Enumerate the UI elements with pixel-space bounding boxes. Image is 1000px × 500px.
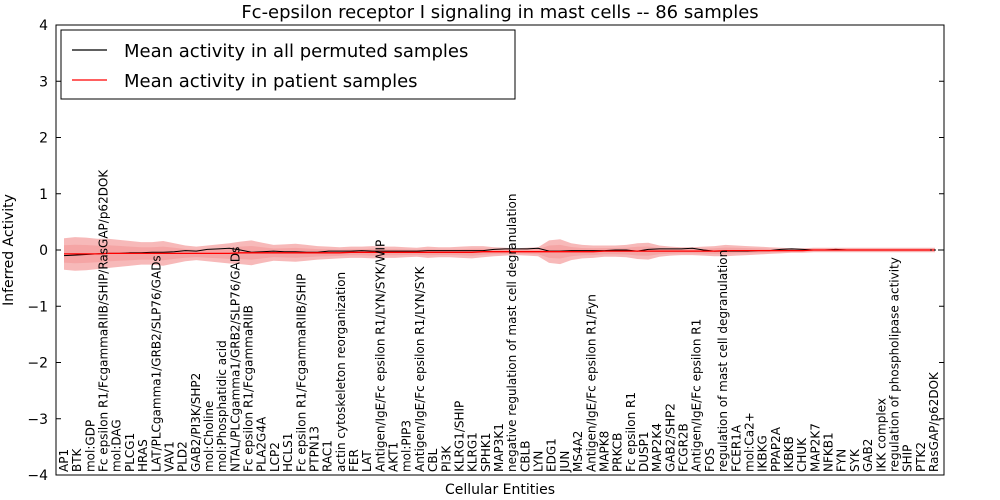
x-tick-label: GAB2 <box>861 439 875 472</box>
x-tick-label: EDG1 <box>545 438 559 472</box>
legend-label-permuted: Mean activity in all permuted samples <box>124 41 468 62</box>
legend-label-patient: Mean activity in patient samples <box>124 71 418 92</box>
x-tick-label: HRAS <box>136 439 150 472</box>
x-tick-label: Fc epsilon R1/FcgammaRIIB <box>242 305 256 472</box>
x-tick-label: Fc epsilon R1/FcgammaRIIB/SHIP <box>294 274 308 472</box>
x-tick-label: Antigen/IgE/Fc epsilon R1 <box>690 319 704 472</box>
x-tick-label: mol:Ca2+ <box>742 412 756 472</box>
x-tick-label: SYK <box>848 448 862 472</box>
y-tick-label: −4 <box>27 468 48 484</box>
x-tick-label: PTPN13 <box>307 426 321 472</box>
x-tick-label: LYN <box>532 451 546 472</box>
x-tick-label: PI3K <box>439 445 453 472</box>
y-axis: 4 3 2 1 0 −1 −2 −3 −4 <box>27 18 944 484</box>
series-lines <box>63 247 944 257</box>
x-tick-label: PRKCB <box>611 433 625 472</box>
patient-mean-line <box>64 249 935 255</box>
x-tick-label: FOS <box>703 448 717 472</box>
x-tick-label: IKBKG <box>756 435 770 472</box>
x-tick-label: CBLB <box>518 440 532 472</box>
x-tick-label: MAPK8 <box>597 431 611 472</box>
x-tick-label: AP1 <box>57 449 71 472</box>
x-tick-label: LCP2 <box>268 442 282 472</box>
x-tick-label: FER <box>347 449 361 472</box>
x-axis-label: Cellular Entities <box>445 482 555 498</box>
x-tick-label: LAT <box>360 450 374 472</box>
x-tick-label: mol:Phosphatidic acid <box>215 340 229 472</box>
x-tick-label: IKBKB <box>782 436 796 472</box>
x-tick-label: LAT/PLCgamma1/GRB2/SLP76/GADs <box>149 255 163 472</box>
x-tick-label: VAV1 <box>162 441 176 472</box>
x-tick-label: FCGR2B <box>677 423 691 472</box>
x-tick-label: MAP3K1 <box>492 423 506 472</box>
y-tick-label: 2 <box>39 131 48 147</box>
permuted-mean-line <box>63 247 935 257</box>
x-tick-label: negative regulation of mast cell degranu… <box>505 193 519 472</box>
x-tick-label: CBL <box>426 448 440 472</box>
x-tick-label: PLCG1 <box>123 433 137 472</box>
x-tick-label: NTAL/PLCgamma1/GRB2/SLP76/GADs <box>228 247 242 472</box>
y-axis-label: Inferred Activity <box>1 194 17 306</box>
chart-title: Fc-epsilon receptor I signaling in mast … <box>241 2 758 23</box>
x-tick-label: mol:DAG <box>110 419 124 472</box>
x-tick-label: Antigen/IgE/Fc epsilon R1/LYN/SYK/WIP <box>373 240 387 472</box>
legend: Mean activity in all permuted samples Me… <box>60 29 516 100</box>
y-tick-label: 3 <box>39 74 48 90</box>
y-tick-label: 4 <box>39 18 48 34</box>
x-tick-label: NFKB1 <box>822 432 836 472</box>
x-tick-label: Antigen/IgE/Fc epsilon R1/Fyn <box>584 294 598 472</box>
y-tick-label: −3 <box>27 412 48 428</box>
x-tick-label: FYN <box>835 449 849 472</box>
x-tick-label: MAP2K7 <box>808 423 822 472</box>
x-tick-label: SHIP <box>901 445 915 472</box>
x-tick-label: RAC1 <box>321 440 335 472</box>
x-tick-label: SPHK1 <box>479 433 493 472</box>
y-tick-label: 0 <box>39 243 48 259</box>
x-tick-label: mol:PIP3 <box>400 420 414 472</box>
x-tick-label: GAB2/PI3K/SHP2 <box>189 373 203 472</box>
activity-band-2 <box>64 244 935 264</box>
y-tick-label: 1 <box>39 187 48 203</box>
x-tick-label: PPAP2A <box>769 426 783 472</box>
x-tick-label: Fc epsilon R1 <box>624 392 638 472</box>
x-tick-label: actin cytoskeleton reorganization <box>334 272 348 472</box>
x-tick-label: RasGAP/p62DOK <box>927 371 941 472</box>
x-tick-label: PLA2G4A <box>255 416 269 472</box>
x-tick-label: regulation of phospholipase activity <box>887 257 901 472</box>
x-tick-label: HCLS1 <box>281 433 295 472</box>
activity-band-1 <box>64 237 935 271</box>
x-tick-label: PLD2 <box>176 441 190 472</box>
activity-bands <box>64 237 935 271</box>
x-tick-label: BTK <box>70 447 84 472</box>
x-tick-label: PTK2 <box>914 442 928 472</box>
x-tick-label: MAP2K4 <box>650 423 664 472</box>
x-tick-label: AKT1 <box>387 442 401 472</box>
legend-box <box>60 29 516 100</box>
x-tick-label: CHUK <box>795 437 809 472</box>
x-tick-label: mol:GDP <box>83 420 97 472</box>
x-tick-label: mol:Choline <box>202 401 216 472</box>
x-tick-label: FCER1A <box>729 424 743 472</box>
x-tick-label: GAB2/SHP2 <box>663 403 677 472</box>
y-tick-label: −2 <box>27 356 48 372</box>
x-tick-label: Fc epsilon R1/FcgammaRIIB/SHIP/RasGAP/p6… <box>97 169 111 472</box>
x-tick-label: KLRG1/SHIP <box>452 401 466 472</box>
y-tick-label: −1 <box>27 299 48 315</box>
x-tick-label: MS4A2 <box>571 431 585 472</box>
x-tick-label: IKK complex <box>874 398 888 472</box>
x-tick-label: regulation of mast cell degranulation <box>716 250 730 472</box>
x-tick-label: KLRG1 <box>466 432 480 472</box>
x-tick-label: DUSP1 <box>637 431 651 472</box>
x-tick-label: Antigen/IgE/Fc epsilon R1/LYN/SYK <box>413 265 427 472</box>
x-tick-label: JUN <box>558 451 572 473</box>
